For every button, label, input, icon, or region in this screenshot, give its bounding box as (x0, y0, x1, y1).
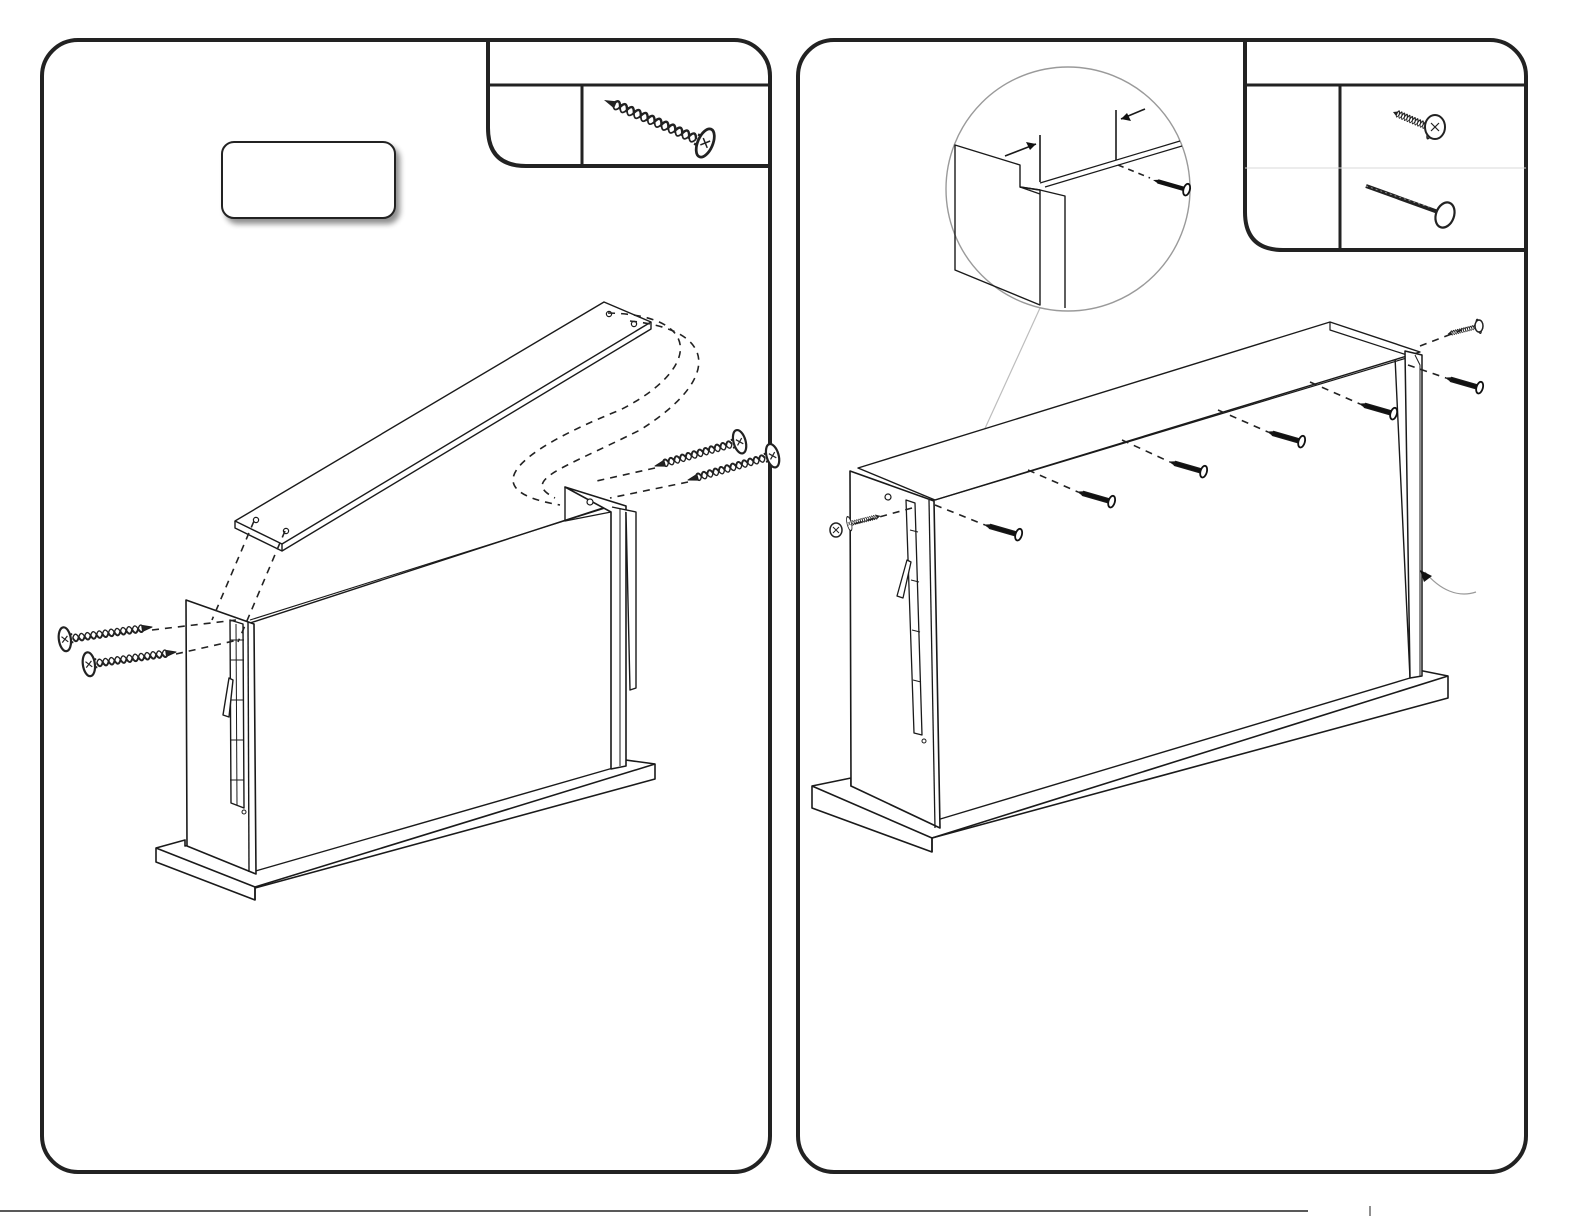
left-screw-2 (81, 640, 177, 677)
left-step-panel (42, 40, 782, 1172)
right-hardware-box (1245, 40, 1526, 250)
long-screw-icon (598, 86, 718, 160)
left-callout-box (222, 142, 395, 218)
left-hardware-box (488, 40, 770, 166)
left-screw-1 (57, 615, 153, 652)
right-assembly-illustration (812, 319, 1484, 852)
back-nail-6 (1444, 372, 1484, 394)
nail-icon (1366, 186, 1458, 230)
short-screw-icon (1389, 102, 1445, 140)
side-screw-right (1446, 319, 1483, 341)
right-step-panel (798, 40, 1526, 1172)
left-assembly-illustration (57, 302, 781, 900)
